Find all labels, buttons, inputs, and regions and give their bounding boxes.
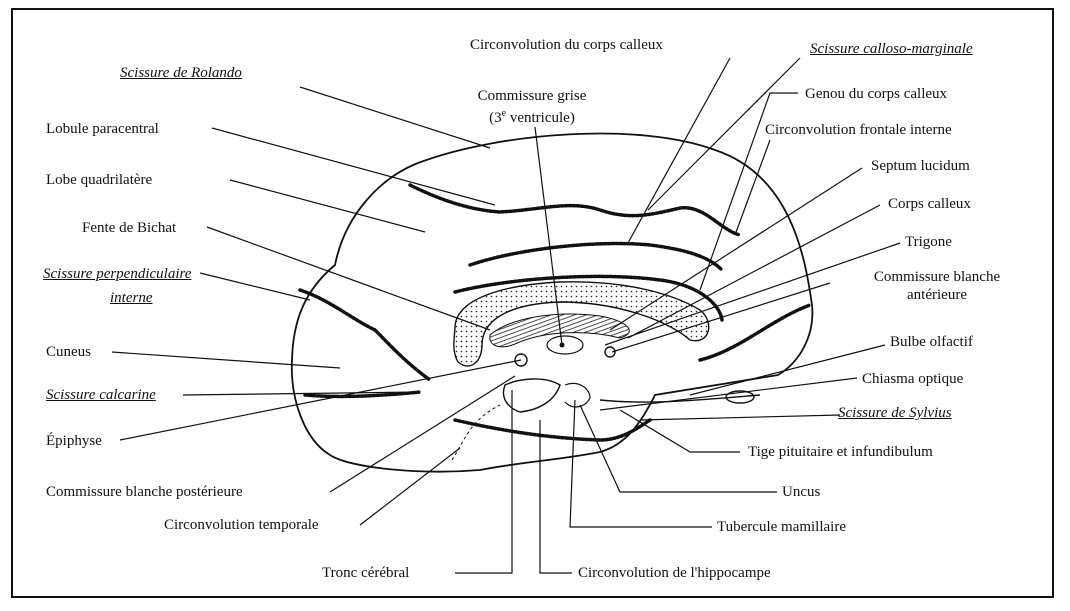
label-chiasma-optique: Chiasma optique	[862, 370, 963, 388]
leader-septum	[610, 168, 862, 330]
label-fente-bichat: Fente de Bichat	[82, 219, 176, 237]
label-commissure-grise-ventricule: ventricule)	[506, 110, 575, 126]
leader-scissure-sylvius	[640, 415, 840, 420]
label-commissure-blanche-posterieure: Commissure blanche postérieure	[46, 483, 243, 501]
label-commissure-grise-line2: (3e ventricule)	[462, 105, 602, 127]
leader-lobule-paracentral	[212, 128, 495, 205]
leader-circonvolution-temporale	[360, 448, 460, 525]
label-tubercule-mamillaire: Tubercule mamillaire	[717, 518, 846, 536]
leader-hippocampe	[540, 420, 572, 573]
label-scissure-sylvius: Scissure de Sylvius	[838, 404, 952, 422]
label-lobe-quadrilatere: Lobe quadrilatère	[46, 171, 152, 189]
olfactory-tract	[600, 395, 760, 402]
leader-cuneus	[112, 352, 340, 368]
label-commissure-grise-paren: (3	[489, 110, 502, 126]
label-commissure-grise: Commissure grise (3e ventricule)	[462, 87, 602, 127]
label-septum-lucidum: Septum lucidum	[871, 157, 970, 175]
leader-tige	[620, 410, 740, 452]
label-scissure-calcarine: Scissure calcarine	[46, 386, 156, 404]
label-circonvolution-hippocampe: Circonvolution de l'hippocampe	[578, 564, 771, 582]
leader-circonvolution-frontale	[735, 140, 770, 235]
sulcus-frontal	[700, 305, 810, 360]
label-scissure-perpendiculaire-2: interne	[110, 289, 153, 307]
label-circonvolution-temporale: Circonvolution temporale	[164, 516, 319, 534]
sulcus-callosomarginal	[470, 244, 722, 270]
label-commissure-grise-line1: Commissure grise	[462, 87, 602, 105]
leader-commissure-blanche-post	[330, 376, 515, 492]
label-uncus: Uncus	[782, 483, 820, 501]
label-circonvolution-corps-calleux: Circonvolution du corps calleux	[470, 36, 663, 54]
label-circonvolution-frontale-interne: Circonvolution frontale interne	[765, 121, 952, 139]
leader-scissure-perp	[200, 273, 310, 300]
label-genou-corps-calleux: Genou du corps calleux	[805, 85, 947, 103]
sulcus-temporal	[455, 420, 650, 440]
label-scissure-rolando: Scissure de Rolando	[120, 64, 242, 82]
label-cuneus: Cuneus	[46, 343, 91, 361]
leader-commissure-grise	[535, 127, 562, 345]
label-scissure-perpendiculaire-1: Scissure perpendiculaire	[43, 265, 191, 283]
leader-tronc	[455, 390, 512, 573]
leader-epiphyse	[120, 360, 521, 440]
label-bulbe-olfactif: Bulbe olfactif	[890, 333, 973, 351]
label-lobule-paracentral: Lobule paracentral	[46, 120, 159, 138]
sulcus-paracentral	[410, 185, 740, 235]
hemisphere-outer-dashed	[452, 405, 500, 460]
label-commissure-blanche-ant-2: antérieure	[842, 286, 1032, 304]
label-tige-pituitaire: Tige pituitaire et infundibulum	[748, 443, 933, 461]
mammillary-region	[565, 383, 590, 406]
label-scissure-calloso-marginale: Scissure calloso-marginale	[810, 40, 973, 58]
label-epiphyse: Épiphyse	[46, 432, 102, 450]
leader-lobe-quadrilatere	[230, 180, 425, 232]
label-tronc-cerebral: Tronc cérébral	[322, 564, 409, 582]
label-commissure-blanche-anterieure: Commissure blanche antérieure	[842, 268, 1032, 304]
label-corps-calleux: Corps calleux	[888, 195, 971, 213]
label-commissure-blanche-ant-1: Commissure blanche	[842, 268, 1032, 286]
third-ventricle	[547, 336, 583, 354]
label-trigone: Trigone	[905, 233, 952, 251]
trigone	[490, 314, 629, 347]
